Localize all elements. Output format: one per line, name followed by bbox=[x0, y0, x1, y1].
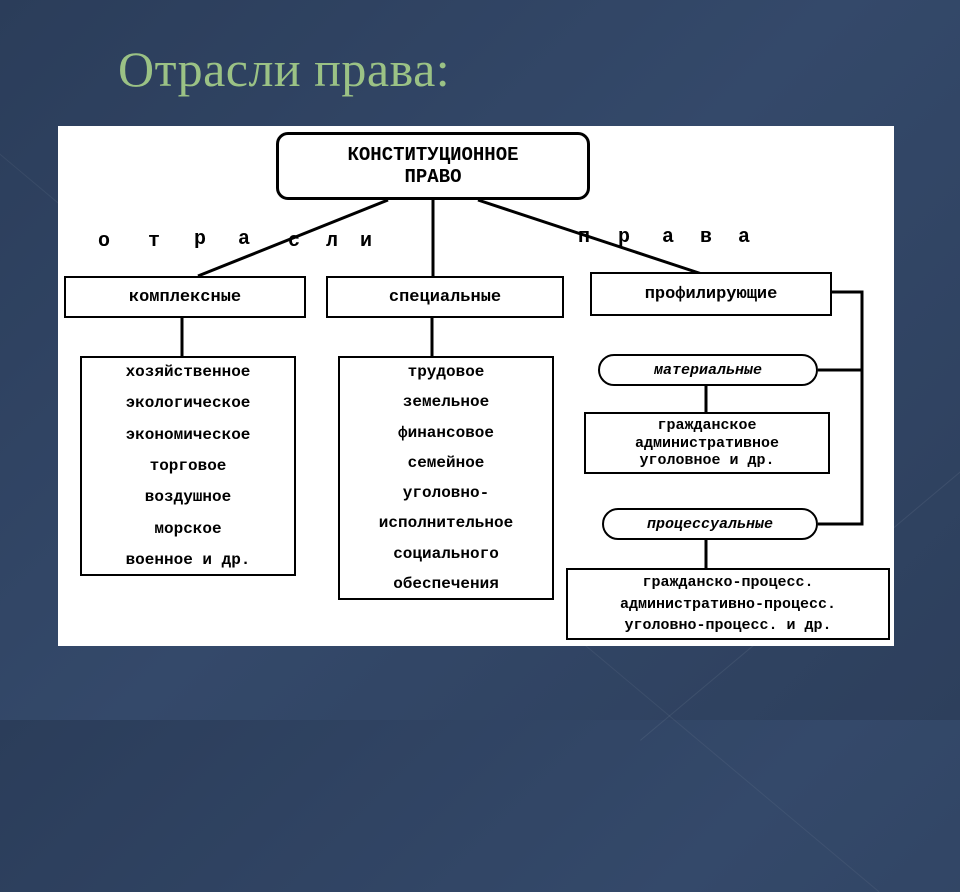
slide-title: Отрасли права: bbox=[118, 41, 451, 97]
list-item: уголовно-процесс. и др. bbox=[624, 617, 832, 634]
letter: а bbox=[738, 226, 751, 249]
list-item: военное и др. bbox=[125, 550, 251, 569]
letter: в bbox=[700, 226, 713, 249]
list-item: социального bbox=[393, 544, 499, 563]
list-item: семейное bbox=[407, 453, 485, 472]
procedural-label: процессуальные bbox=[602, 508, 818, 540]
root-box: КОНСТИТУЦИОННОЕ ПРАВО bbox=[276, 132, 590, 200]
list-item: уголовно- bbox=[402, 484, 490, 503]
category-special: специальные bbox=[326, 276, 564, 318]
complex-branches-list: хозяйственное экологическое экономическо… bbox=[80, 356, 296, 576]
list-item: воздушное bbox=[144, 488, 232, 507]
list-item: уголовное и др. bbox=[639, 452, 775, 469]
list-item: административно-процесс. bbox=[619, 595, 837, 613]
list-item: гражданское bbox=[657, 417, 757, 434]
letter: п bbox=[578, 226, 591, 249]
letter: а bbox=[662, 226, 675, 249]
line-root-profiling bbox=[477, 198, 709, 278]
letter: и bbox=[360, 230, 373, 253]
category-complex: комплексные bbox=[64, 276, 306, 318]
law-branches-diagram: КОНСТИТУЦИОННОЕ ПРАВО о т р а с л и п р … bbox=[58, 126, 894, 646]
procedural-branches-list: гражданско-процесс. административно-проц… bbox=[566, 568, 890, 640]
letter: о bbox=[98, 230, 111, 253]
list-item: административное bbox=[634, 434, 780, 452]
list-item: земельное bbox=[402, 393, 490, 412]
category-profiling: профилирующие bbox=[590, 272, 832, 316]
material-label: материальные bbox=[598, 354, 818, 386]
letter: а bbox=[238, 228, 251, 251]
special-branches-list: трудовое земельное финансовое семейное у… bbox=[338, 356, 554, 600]
list-item: хозяйственное bbox=[125, 363, 251, 381]
list-item: торговое bbox=[149, 456, 227, 475]
list-item: гражданско-процесс. bbox=[642, 574, 814, 591]
list-item: обеспечения bbox=[393, 574, 499, 593]
connector-lines bbox=[180, 198, 864, 568]
list-item: морское bbox=[154, 519, 222, 538]
letter: р bbox=[194, 228, 207, 251]
letter: р bbox=[618, 226, 631, 249]
bracket-profiling-procedural bbox=[818, 290, 864, 526]
material-branches-list: гражданское административное уголовное и… bbox=[584, 412, 830, 474]
list-item: финансовое bbox=[397, 423, 494, 442]
list-item: исполнительное bbox=[378, 514, 514, 533]
letter: л bbox=[326, 230, 339, 253]
letter: с bbox=[288, 230, 301, 253]
list-item: трудовое bbox=[407, 363, 485, 381]
list-item: экологическое bbox=[125, 394, 251, 413]
line-root-complex bbox=[197, 198, 389, 278]
list-item: экономическое bbox=[125, 425, 251, 444]
letter: т bbox=[148, 230, 161, 253]
